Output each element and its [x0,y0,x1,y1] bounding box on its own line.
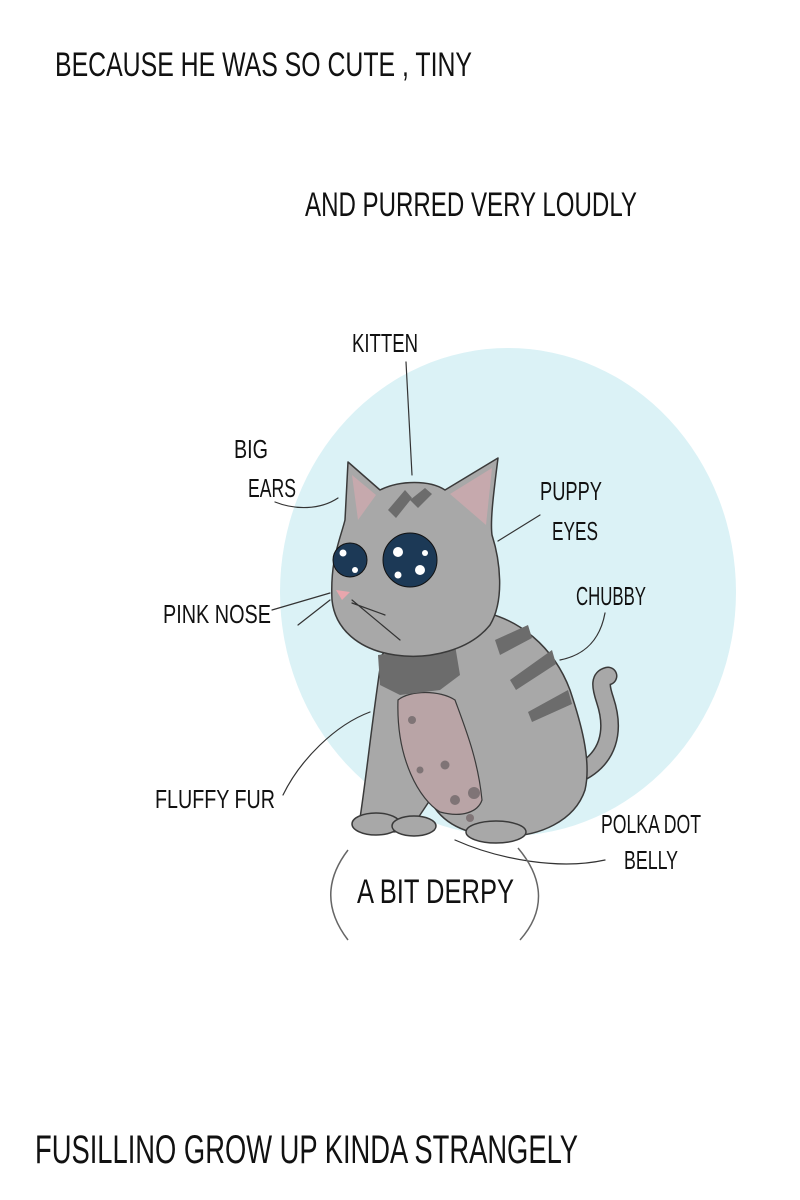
label-big: BIG [234,434,268,464]
left-ear-icon [352,475,376,520]
label-a-bit-derpy: A BIT DERPY [357,873,514,911]
label-chubby: CHUBBY [576,581,646,611]
label-eyes: EYES [552,516,598,546]
label-polka-dot: POLKA DOT [601,809,701,839]
label-pointers [271,361,606,941]
left-eye [332,542,368,578]
label-kitten: KITTEN [352,328,418,358]
right-eye [382,532,438,588]
kitten-illustration [330,457,620,844]
label-belly: BELLY [624,845,678,875]
label-ears: EARS [248,473,296,503]
caption-bottom: FUSILLINO GROW UP KINDA STRANGELY [35,1128,578,1172]
label-pink-nose: PINK NOSE [163,599,271,629]
label-puppy: PUPPY [540,476,602,506]
caption-top-2: AND PURRED VERY LOUDLY [305,186,637,224]
label-fluffy-fur: FLUFFY FUR [155,784,275,814]
caption-top-1: BECAUSE HE WAS SO CUTE , TINY [55,46,472,84]
right-ear-icon [450,468,492,525]
nose [336,590,350,600]
